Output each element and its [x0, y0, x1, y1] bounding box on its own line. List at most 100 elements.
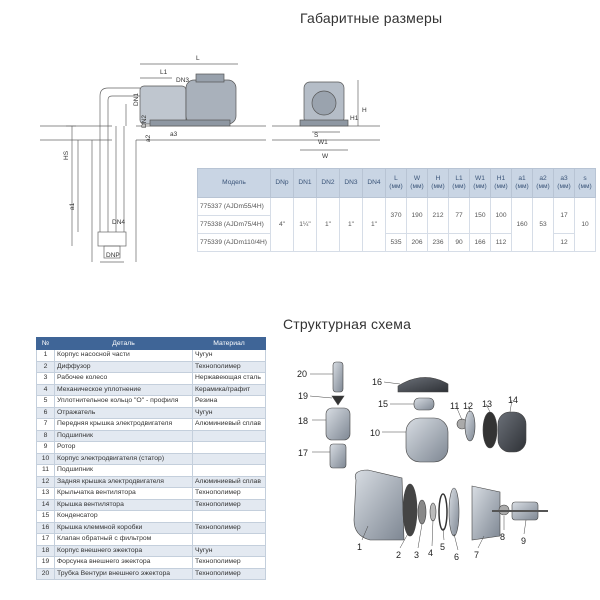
- cell-l: 370: [385, 197, 407, 234]
- callout-6: 6: [454, 552, 459, 562]
- part-name: Трубка Вентури внешнего эжектора: [54, 567, 193, 580]
- structure-title: Структурная схема: [283, 316, 412, 332]
- callout-4: 4: [428, 548, 433, 558]
- dim-h1: H1: [350, 115, 359, 122]
- part-name: Задняя крышка электродвигателя: [54, 475, 193, 488]
- part-number: 19: [36, 556, 55, 569]
- cell-dn4: 1": [362, 197, 386, 252]
- cell-a3: 12: [553, 233, 575, 252]
- part-name: Крышка вентилятора: [54, 498, 193, 511]
- part-name: Крышка клеммной коробки: [54, 521, 193, 534]
- part-number: 3: [36, 372, 55, 385]
- part-number: 20: [36, 567, 55, 580]
- part-number: 4: [36, 383, 55, 396]
- cell-l1: 90: [448, 233, 470, 252]
- part-name: Механическое уплотнение: [54, 383, 193, 396]
- part-number: 13: [36, 487, 55, 500]
- part-name: Подшипник: [54, 429, 193, 442]
- dim-dn3: DN3: [176, 77, 189, 84]
- header-w1: W1 (мм): [469, 168, 491, 198]
- callout-17: 17: [298, 448, 308, 458]
- part-material: Технополимер: [192, 556, 266, 569]
- header-part: Деталь: [54, 337, 193, 350]
- header-h: H (мм): [427, 168, 449, 198]
- dimensions-title: Габаритные размеры: [300, 10, 443, 26]
- cell-dnp: 4": [270, 197, 294, 252]
- part-number: 14: [36, 498, 55, 511]
- callout-8: 8: [500, 532, 505, 542]
- dim-dnp: DNP: [106, 252, 120, 259]
- part-name: Отражатель: [54, 406, 193, 419]
- cell-a1: 160: [511, 197, 533, 252]
- dim-s: S: [314, 132, 319, 139]
- part-name: Корпус внешнего эжектора: [54, 544, 193, 557]
- part-name: Передняя крышка электродвигателя: [54, 418, 193, 431]
- dim-dn4: DN4: [112, 219, 125, 226]
- callout-20: 20: [297, 369, 307, 379]
- dim-dn1: DN1: [133, 93, 140, 106]
- part-number: 1: [36, 349, 55, 362]
- part-material: Технополимер: [192, 521, 266, 534]
- part-material: Чугун: [192, 349, 266, 362]
- part-material: [192, 429, 266, 442]
- part-number: 17: [36, 533, 55, 546]
- part-material: Технополимер: [192, 487, 266, 500]
- callout-19: 19: [298, 391, 308, 401]
- callout-18: 18: [298, 416, 308, 426]
- cell-model: 775339 (AJDm110/4H): [197, 233, 271, 252]
- part-name: Крыльчатка вентилятора: [54, 487, 193, 500]
- cell-dn1: 1¼": [293, 197, 317, 252]
- part-material: [192, 533, 266, 546]
- dimensions-table: Модель DNp DN1 DN2 DN3 DN4 L (мм) W (мм)…: [197, 168, 596, 252]
- cell-h: 236: [427, 233, 449, 252]
- parts-header-row: № Деталь Материал: [36, 337, 266, 350]
- callout-3: 3: [414, 550, 419, 560]
- callout-2: 2: [396, 550, 401, 560]
- header-dn1: DN1: [293, 168, 317, 198]
- part-material: Нержавеющая сталь: [192, 372, 266, 385]
- part-name: Корпус насосной части: [54, 349, 193, 362]
- dim-a2: a2: [145, 134, 152, 142]
- part-material: Чугун: [192, 544, 266, 557]
- callout-10: 10: [370, 428, 380, 438]
- header-model: Модель: [197, 168, 271, 198]
- part-material: [192, 452, 266, 465]
- part-name: Конденсатор: [54, 510, 193, 523]
- part-number: 8: [36, 429, 55, 442]
- cell-model: 775338 (AJDm75/4H): [197, 215, 271, 234]
- part-name: Рабочее колесо: [54, 372, 193, 385]
- part-name: Подшипник: [54, 464, 193, 477]
- header-l: L (мм): [385, 168, 407, 198]
- part-number: 11: [36, 464, 55, 477]
- cell-l: 535: [385, 233, 407, 252]
- part-name: Диффузор: [54, 360, 193, 373]
- part-material: Алюминиевый сплав: [192, 418, 266, 431]
- cell-a3: 17: [553, 197, 575, 234]
- cell-w: 190: [406, 197, 428, 234]
- dim-h: H: [362, 107, 367, 114]
- cell-w1: 166: [469, 233, 491, 252]
- dim-hs: HS: [63, 150, 70, 160]
- callout-15: 15: [378, 399, 388, 409]
- cell-a2: 53: [532, 197, 554, 252]
- part-material: Технополимер: [192, 567, 266, 580]
- callout-5: 5: [440, 542, 445, 552]
- part-number: 10: [36, 452, 55, 465]
- part-name: Ротор: [54, 441, 193, 454]
- cell-dn3: 1": [339, 197, 363, 252]
- header-a2: a2 (мм): [532, 168, 554, 198]
- header-a1: a1 (мм): [511, 168, 533, 198]
